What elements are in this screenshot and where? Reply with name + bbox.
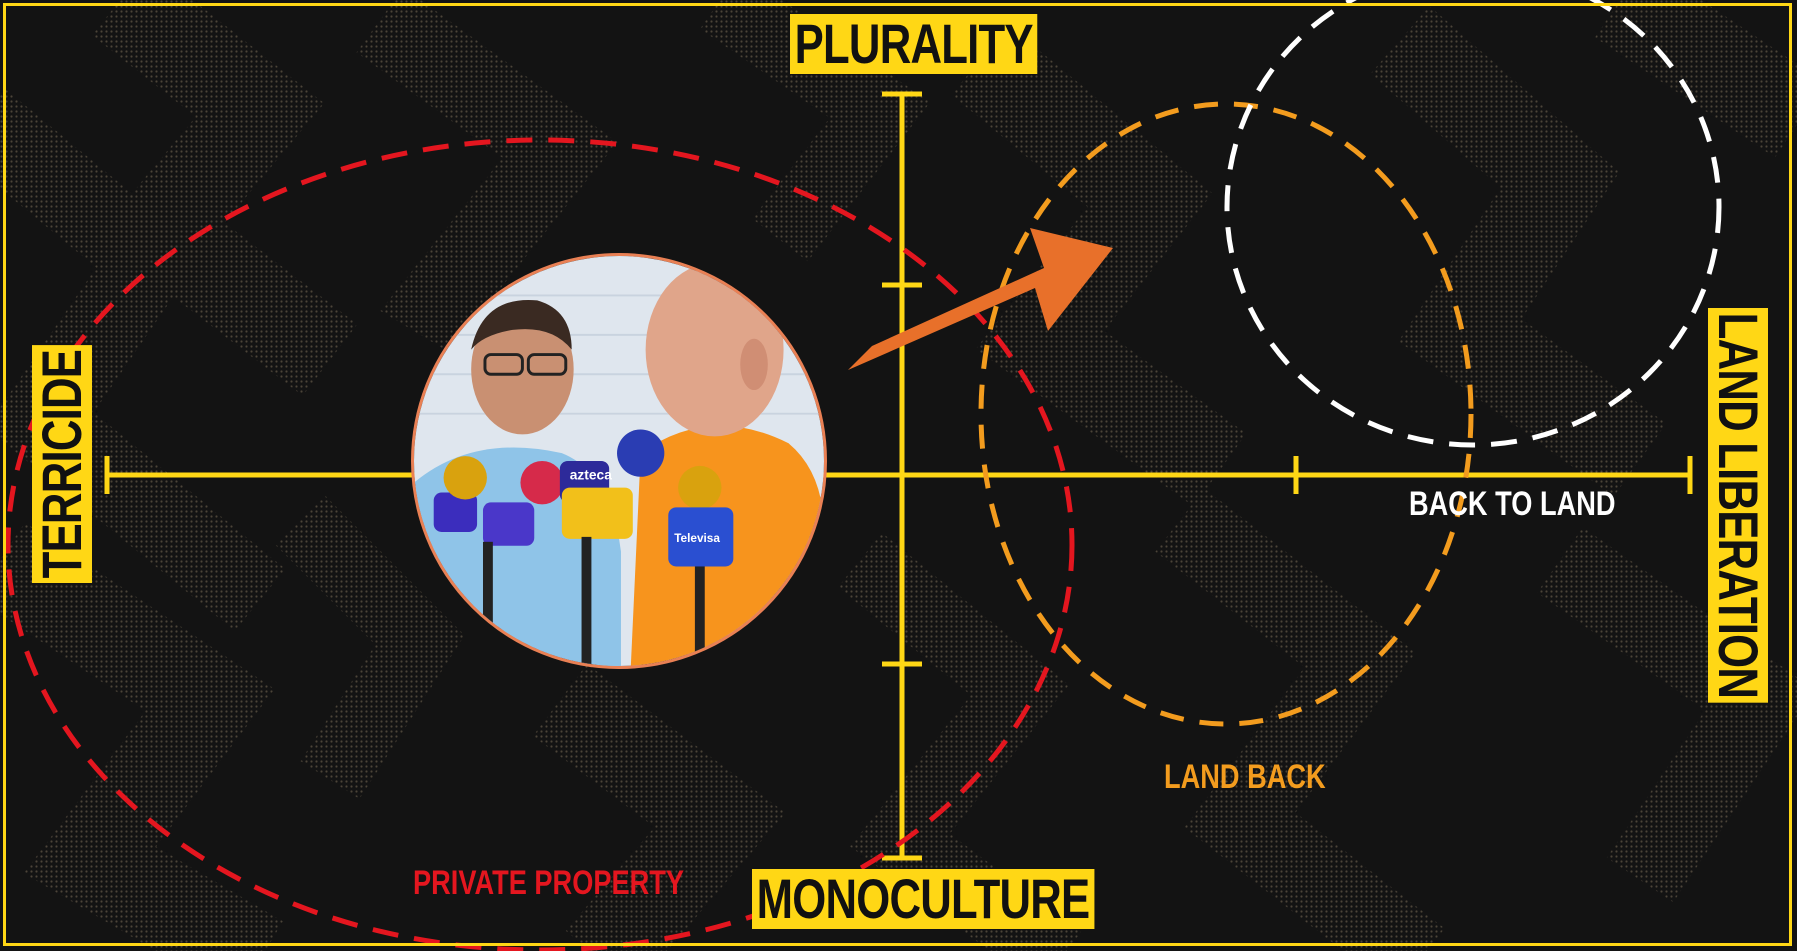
axes	[104, 91, 1693, 861]
direction-arrow-icon	[848, 228, 1113, 370]
axis-label-right: LAND LIBERATION	[1707, 308, 1770, 703]
zone-label-back-to-land: BACK TO LAND	[1409, 485, 1616, 523]
mic-brand-televisa: Televisa	[674, 531, 720, 545]
private-property-zone-outline	[5, 137, 1075, 951]
axis-label-top: PLURALITY	[790, 14, 1038, 74]
microphones	[433, 429, 734, 666]
press-conference-photo: azteca Televisa	[411, 253, 827, 669]
press-conference-illustration: azteca Televisa	[414, 256, 824, 666]
zone-label-private-property: PRIVATE PROPERTY	[413, 864, 685, 902]
back-to-land-zone-outline	[1224, 0, 1722, 448]
mic-brand-azteca: azteca	[570, 468, 612, 483]
axis-label-bottom: MONOCULTURE	[752, 869, 1095, 929]
zone-label-land-back: LAND BACK	[1164, 758, 1326, 796]
land-back-zone-outline	[978, 101, 1474, 727]
axis-label-left: TERRICIDE	[30, 345, 93, 583]
